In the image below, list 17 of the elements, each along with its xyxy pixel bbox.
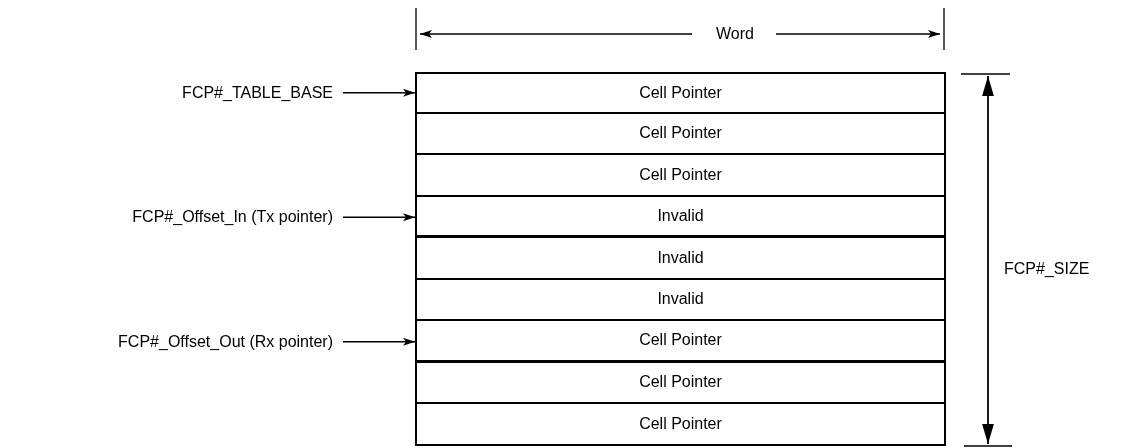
arrow — [342, 213, 416, 222]
table-row: Invalid — [415, 279, 946, 321]
dimension-label: Word — [715, 24, 755, 44]
table-row: Cell Pointer — [415, 321, 946, 363]
table-row: Cell Pointer — [415, 404, 946, 446]
table-row: Invalid — [415, 196, 946, 238]
pointer-label: FCP#_Offset_Out (Rx pointer) — [0, 321, 333, 363]
table-row: Cell Pointer — [415, 155, 946, 197]
table-row: Invalid — [415, 238, 946, 280]
dimension-label: FCP#_SIZE — [1004, 259, 1090, 279]
table-row: Cell Pointer — [415, 362, 946, 404]
arrow — [342, 337, 416, 346]
arrow — [342, 88, 416, 97]
pointer-label: FCP#_Offset_In (Tx pointer) — [0, 196, 333, 238]
table-row: Cell Pointer — [415, 72, 946, 114]
table-row: Cell Pointer — [415, 113, 946, 155]
pointer-label: FCP#_TABLE_BASE — [0, 72, 333, 114]
